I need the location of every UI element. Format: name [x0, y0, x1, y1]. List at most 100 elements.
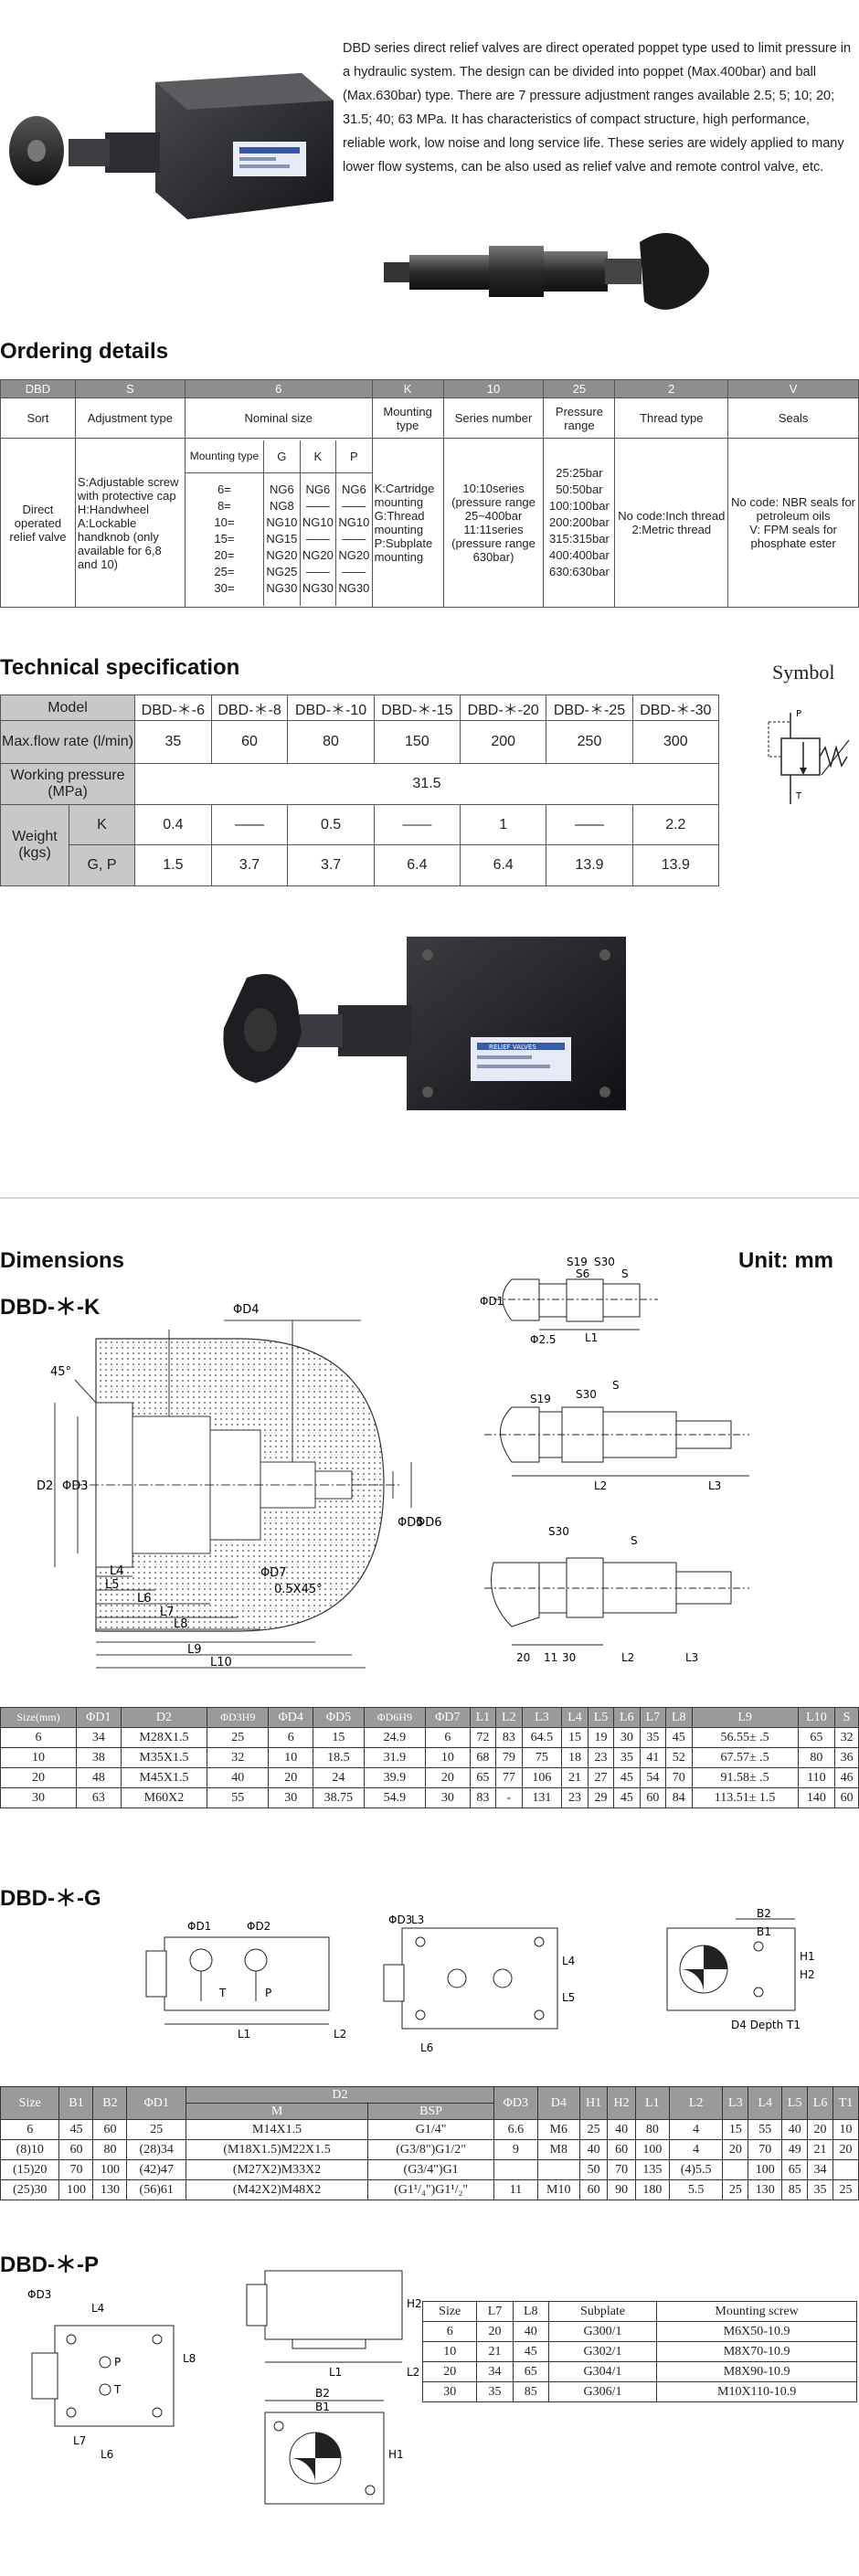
dbd-k-title: DBD-＊-K — [0, 1295, 101, 1320]
head-cell: Thread type — [614, 398, 729, 439]
symbol-label: Symbol — [772, 661, 835, 684]
nominal-k: NG6 — [305, 482, 331, 497]
weight-label: Weight (kgs) — [0, 804, 69, 886]
table-cell: M8 — [536, 2139, 580, 2160]
k-cell: 0.4 — [134, 804, 212, 845]
sort-cell: Direct operated relief valve — [0, 438, 76, 608]
table-cell: (25)30 — [0, 2179, 60, 2200]
table-cell: 6 — [0, 1727, 77, 1748]
g-head: H2 — [607, 2086, 636, 2120]
table-cell: 25 — [207, 1727, 270, 1748]
code-cell: K — [371, 379, 444, 398]
nominal-head: G — [263, 440, 301, 473]
table-cell: 30 — [424, 1787, 471, 1808]
table-cell: 45 — [665, 1727, 693, 1748]
k-dim-label: L6 — [137, 1592, 152, 1606]
table-cell: 60 — [834, 1787, 859, 1808]
table-cell: 135 — [634, 2159, 670, 2180]
p-label: L6 — [101, 2448, 113, 2461]
g-head: L3 — [722, 2086, 749, 2120]
table-cell: G304/1 — [547, 2361, 658, 2382]
table-cell: 80 — [797, 1747, 836, 1768]
table-cell: 65 — [781, 2159, 809, 2180]
table-cell: 20 — [0, 1767, 77, 1788]
table-cell: G300/1 — [547, 2321, 658, 2342]
p-label: H2 — [407, 2297, 422, 2310]
p-label: B1 — [315, 2401, 330, 2413]
nominal-size-col: 6= 8= 10= 15= 20= 25= 30= — [185, 472, 265, 606]
table-cell: 36 — [834, 1747, 859, 1768]
g-head: ΦD1 — [126, 2086, 186, 2120]
table-cell: 23 — [561, 1787, 589, 1808]
table-cell: 56.55± .5 — [691, 1727, 799, 1748]
table-cell: M10 — [536, 2179, 580, 2200]
flow-cell: 80 — [287, 720, 375, 764]
table-cell: 80 — [92, 2139, 128, 2160]
nominal-head: P — [335, 440, 372, 473]
table-cell: 70 — [748, 2139, 783, 2160]
k-valve-side-views: S19 S30 S6 S ΦD1 Φ2.5 L1 S19 S30 S L2 L3 — [475, 1243, 859, 1681]
ordering-table: DBD S 6 K 10 25 2 V Sort Adjustment type… — [0, 379, 859, 608]
g-dimension-table: Size B1 B2 ΦD1 D2 ΦD3 D4 H1 H2 L1 L2 L3 … — [0, 2086, 859, 2200]
mounting-cell: K:Cartridge mounting G:Thread mounting P… — [371, 438, 444, 608]
head-cell: Series number — [442, 398, 545, 439]
k-head: L10 — [797, 1707, 836, 1728]
code-cell: DBD — [0, 379, 76, 398]
table-cell — [832, 2159, 859, 2180]
k-dim-label: L4 — [110, 1564, 124, 1578]
g-label: B2 — [757, 1907, 771, 1920]
gp-cell: 6.4 — [373, 844, 461, 886]
nominal-size: 20= — [214, 548, 235, 563]
pressure-option: 50:50bar — [556, 482, 603, 496]
table-cell: 83 — [495, 1727, 523, 1748]
head-cell: Nominal size — [184, 398, 373, 439]
table-cell: 49 — [781, 2139, 809, 2160]
gp-cell: 1.5 — [134, 844, 212, 886]
nominal-size: 30= — [214, 581, 235, 596]
table-cell: 140 — [797, 1787, 836, 1808]
table-cell: 45 — [613, 1787, 641, 1808]
k-side-label: S30 — [548, 1525, 569, 1538]
k-dim-label: L7 — [160, 1606, 175, 1619]
table-cell: 52 — [665, 1747, 693, 1768]
g-head: D2 — [185, 2086, 495, 2104]
p-head: Subplate — [547, 2301, 658, 2322]
nominal-g: NG30 — [266, 581, 298, 596]
k-cell: 1 — [460, 804, 547, 845]
table-cell: 32 — [207, 1747, 270, 1768]
table-cell: M14X1.5 — [185, 2119, 369, 2140]
k-side-label: S30 — [594, 1256, 615, 1268]
cartridge-photo — [366, 215, 758, 324]
table-cell: 24 — [313, 1767, 365, 1788]
symbol-p-label: P — [796, 709, 801, 719]
code-cell: 25 — [543, 379, 616, 398]
k-dimension-table: Size(mm) ΦD1 D2 ΦD3H9 ΦD4 ΦD5 ΦD6H9 ΦD7 … — [0, 1707, 859, 1808]
k-head: ΦD5 — [313, 1707, 365, 1728]
table-cell: 40 — [607, 2119, 636, 2140]
g-head: B1 — [58, 2086, 94, 2120]
table-cell: 45 — [58, 2119, 94, 2140]
table-cell: 35 — [476, 2381, 514, 2402]
k-side-label: S — [631, 1534, 638, 1547]
k-dim-label: ΦD5 — [398, 1516, 424, 1530]
adjust-option: S:Adjustable screw with protective cap — [77, 474, 179, 503]
p-label: P — [114, 2356, 121, 2369]
table-cell: 34 — [476, 2361, 514, 2382]
table-cell: 46 — [834, 1767, 859, 1788]
code-cell: 6 — [184, 379, 373, 398]
pressure-option: 400:400bar — [549, 548, 610, 562]
nominal-k: NG10 — [302, 515, 334, 530]
table-cell: 18.5 — [313, 1747, 365, 1768]
table-cell: M6 — [536, 2119, 580, 2140]
table-cell: (G3/8")G1/2" — [367, 2139, 495, 2160]
g-label: L2 — [334, 2028, 346, 2041]
table-cell: 85 — [512, 2381, 549, 2402]
k-cell: 2.2 — [631, 804, 720, 845]
table-cell: 106 — [521, 1767, 563, 1788]
head-cell: Sort — [0, 398, 76, 439]
k-head: Size(mm) — [0, 1707, 77, 1728]
flow-cell: 60 — [210, 720, 289, 764]
table-cell: 40 — [512, 2321, 549, 2342]
table-cell: (4)5.5 — [668, 2159, 724, 2180]
